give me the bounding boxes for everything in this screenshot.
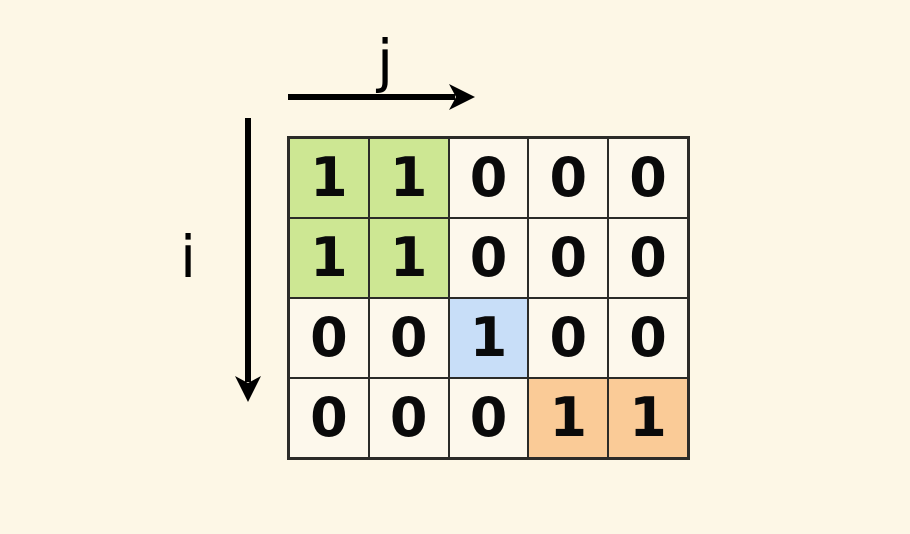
matrix-cell-2-4: 0 xyxy=(609,299,687,377)
matrix-cell-value: 1 xyxy=(389,226,428,289)
matrix-cell-value: 0 xyxy=(549,306,588,369)
matrix-cell-3-1: 0 xyxy=(369,379,448,457)
matrix-cell-1-3: 0 xyxy=(529,219,608,297)
matrix-cell-value: 0 xyxy=(469,146,508,209)
matrix-cell-2-0: 0 xyxy=(290,299,368,377)
matrix-cell-3-3: 1 xyxy=(529,379,608,457)
matrix-cell-1-4: 0 xyxy=(609,219,687,297)
matrix-cell-value: 0 xyxy=(549,146,588,209)
matrix-cell-1-1: 1 xyxy=(369,219,448,297)
matrix-cell-0-4: 0 xyxy=(609,139,687,217)
matrix-cell-value: 0 xyxy=(629,226,667,289)
matrix-cell-value: 1 xyxy=(389,146,428,209)
column-axis-label: j xyxy=(376,27,394,95)
matrix-cell-value: 1 xyxy=(310,146,348,209)
matrix-cell-value: 0 xyxy=(389,306,428,369)
matrix-cell-0-1: 1 xyxy=(369,139,448,217)
matrix-cell-value: 0 xyxy=(469,386,508,449)
matrix-cell-value: 0 xyxy=(310,386,348,449)
matrix-cell-0-2: 0 xyxy=(449,139,528,217)
matrix-cell-value: 1 xyxy=(310,226,348,289)
matrix-cell-0-3: 0 xyxy=(529,139,608,217)
matrix-cell-0-0: 1 xyxy=(290,139,368,217)
matrix-cell-value: 0 xyxy=(389,386,428,449)
matrix-cell-2-3: 0 xyxy=(529,299,608,377)
matrix-cell-value: 0 xyxy=(629,146,667,209)
right-arrow-icon xyxy=(288,84,475,110)
matrix-cell-value: 1 xyxy=(549,386,588,449)
matrix-cell-value: 0 xyxy=(549,226,588,289)
matrix-cell-value: 1 xyxy=(629,386,667,449)
matrix-cell-1-2: 0 xyxy=(449,219,528,297)
matrix-cell-1-0: 1 xyxy=(290,219,368,297)
matrix-cell-value: 1 xyxy=(469,306,508,369)
matrix-cell-value: 0 xyxy=(629,306,667,369)
matrix-cell-value: 0 xyxy=(310,306,348,369)
matrix-cell-3-2: 0 xyxy=(449,379,528,457)
down-arrow-icon xyxy=(235,118,261,402)
matrix-cell-2-2: 1 xyxy=(449,299,528,377)
matrix-cell-3-4: 1 xyxy=(609,379,687,457)
row-axis-label: i xyxy=(179,223,197,291)
matrix-cell-value: 0 xyxy=(469,226,508,289)
matrix-cell-3-0: 0 xyxy=(290,379,368,457)
matrix-cell-2-1: 0 xyxy=(369,299,448,377)
